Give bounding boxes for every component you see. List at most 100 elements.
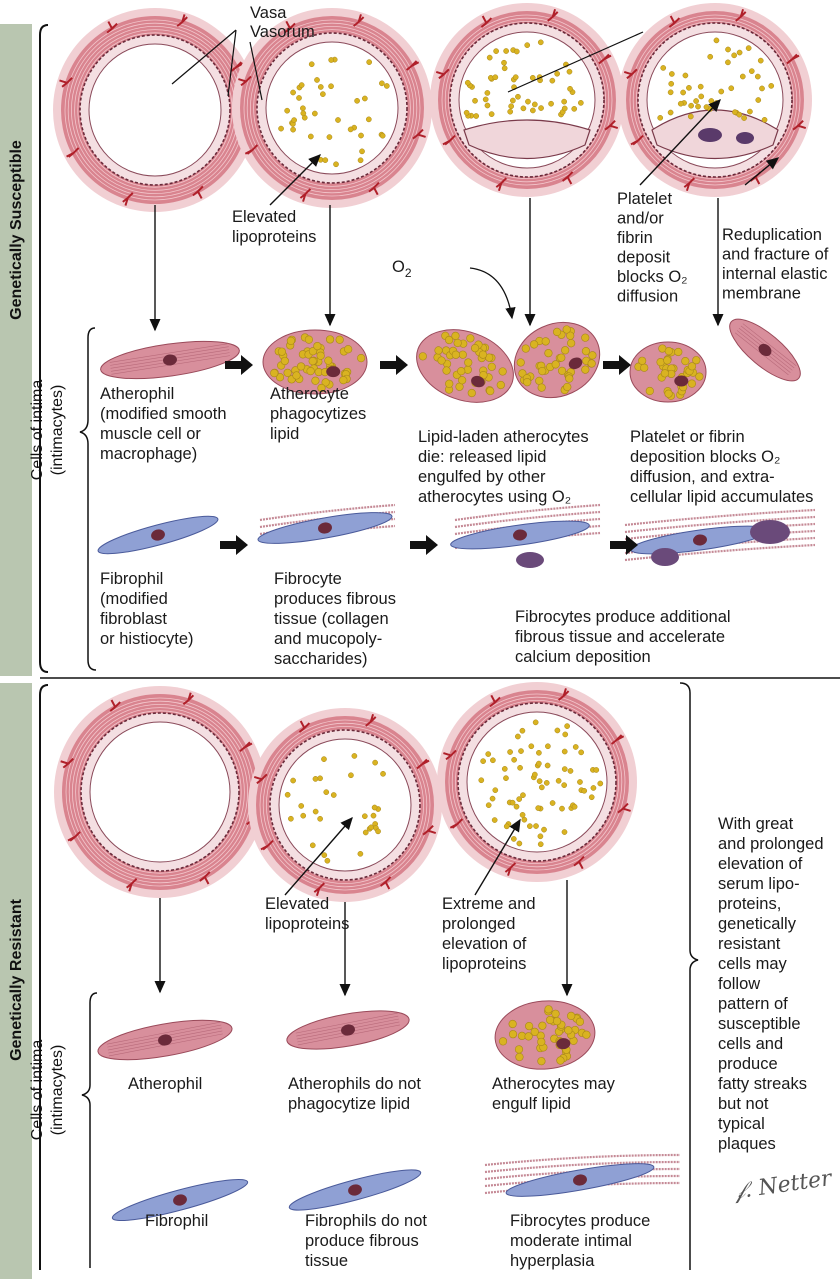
collagen-fiber [259,503,396,522]
susceptible-reduplication-label: Reduplication [722,226,822,244]
susceptible-vasa-vasorum-label: Vasa [250,4,287,22]
collagen-fiber [454,503,601,522]
brace-resistant [39,684,49,1270]
lipid-droplet [562,731,569,738]
o2-arrow [469,267,516,320]
nucleus [341,1024,355,1036]
lipid-droplet [597,780,604,787]
susceptible-platelet-fibrin-label: Platelet or fibrin [630,428,745,446]
lipid-droplet [548,100,554,107]
lipid-droplet [555,777,562,784]
nucleus [151,529,165,541]
vasa-vasorum-vessel [442,134,456,146]
lipid-droplet [520,792,526,799]
vasa-vasorum-vessel [504,862,517,876]
lipid-droplet [300,812,307,819]
progression-arrow [380,355,408,375]
lipid-droplet [686,84,692,91]
lipid-droplet [380,770,386,777]
vasa-vasorum-vessel [66,147,80,158]
brace-note [679,682,699,1270]
lipid-droplet [532,719,539,726]
lipid-droplet [561,766,568,772]
vasa-vasorum-vessel [435,68,450,80]
lipid-droplet [745,45,752,51]
lipid-droplet [365,116,372,123]
vasa-vasorum-vessel [192,185,204,199]
lipid-droplet [370,812,377,819]
lipid-droplet [510,97,516,104]
susceptible-fibrocytes-additional-label: fibrous tissue and accelerate [515,628,725,646]
nucleus [556,1038,571,1050]
section-label-susceptible: Genetically Susceptible [8,140,25,320]
vasa-vasorum-vessel [598,53,612,65]
resistant-note-label: typical [718,1115,765,1133]
resistant-note-label: elevation of [718,855,803,873]
lipid-droplet [501,65,508,72]
nucleus [471,375,485,388]
resistant-atherophils-no-label: phagocytize lipid [288,1095,410,1113]
susceptible-elevated-lipoproteins-label: lipoproteins [232,228,316,246]
artery-cross-section [437,682,637,882]
susceptible-platelet-fibrin-label: diffusion, and extra- [630,468,775,486]
lipid-droplet [485,802,492,809]
lipid-droplet [535,805,542,811]
lipid-droplet [528,743,535,750]
lipid-droplet [288,815,294,822]
lipid-droplet [513,48,520,55]
lipid-droplet [371,804,378,811]
lipid-droplet [561,98,568,105]
lipid-droplet [578,749,585,756]
vasa-vasorum-vessel [182,692,195,706]
lipid-droplet [526,823,533,830]
resistant-note-label: cells and [718,1035,783,1053]
lipid-droplet [736,49,743,56]
resistant-note-label: but not [718,1095,769,1113]
lipid-droplet [768,83,775,89]
resistant-note-label: genetically [718,915,797,933]
intimacytes-label: (intimacytes) [49,1045,66,1136]
atherophil-cell [286,1010,410,1050]
vasa-vasorum-vessel [405,60,420,71]
lipid-droplet [478,777,485,784]
lipid-droplet [312,808,319,815]
signature: 𝒻. Netter [731,1166,834,1205]
susceptible-atherophil-label: (modified smooth [100,405,227,423]
resistant-note-label: susceptible [718,1015,801,1033]
lipid-droplet [507,749,513,755]
lipid-droplet [490,757,496,764]
vasa-vasorum-vessel [443,749,457,761]
vasa-vasorum-vessel [735,8,747,22]
lipid-droplet [290,89,296,96]
resistant-atherocytes-may-label: engulf lipid [492,1095,571,1113]
susceptible-vasa-vasorum-label: Vasorum [250,23,315,41]
cells-of-intima-label: Cells of intima [29,380,46,481]
susceptible-platelet-deposit-label: and/or [617,210,664,228]
lipid-droplet [330,792,337,798]
vasa-vasorum-vessel [260,839,274,851]
collagen-fiber [624,515,816,534]
lipid-droplet [668,71,675,77]
lipid-droplet [572,744,579,750]
lipid-droplet [517,764,523,771]
lipid-droplet [537,39,544,46]
cells-of-intima-label: Cells of intima [29,1040,46,1141]
resistant-note-label: proteins, [718,895,781,913]
vasa-vasorum-vessel [122,192,134,206]
resistant-note-label: produce [718,1055,778,1073]
resistant-atherophils-no-label: Atherophils do not [288,1075,421,1093]
fibrocyte-cell [505,1163,655,1197]
fibrophil-cell [97,515,219,555]
lipid-droplet [368,824,374,831]
lipid-droplet [660,65,667,71]
lipid-droplet [736,111,743,118]
resistant-note-label: follow [718,975,760,993]
resistant-note-label: resistant [718,935,781,953]
lipid-droplet [347,126,354,133]
lipid-droplet [561,105,568,112]
lipid-droplet [728,85,735,92]
lipid-droplet [383,83,390,89]
lipid-droplet [358,132,364,139]
fibrocyte-cell [450,520,590,550]
vasa-vasorum-vessel [683,177,695,192]
